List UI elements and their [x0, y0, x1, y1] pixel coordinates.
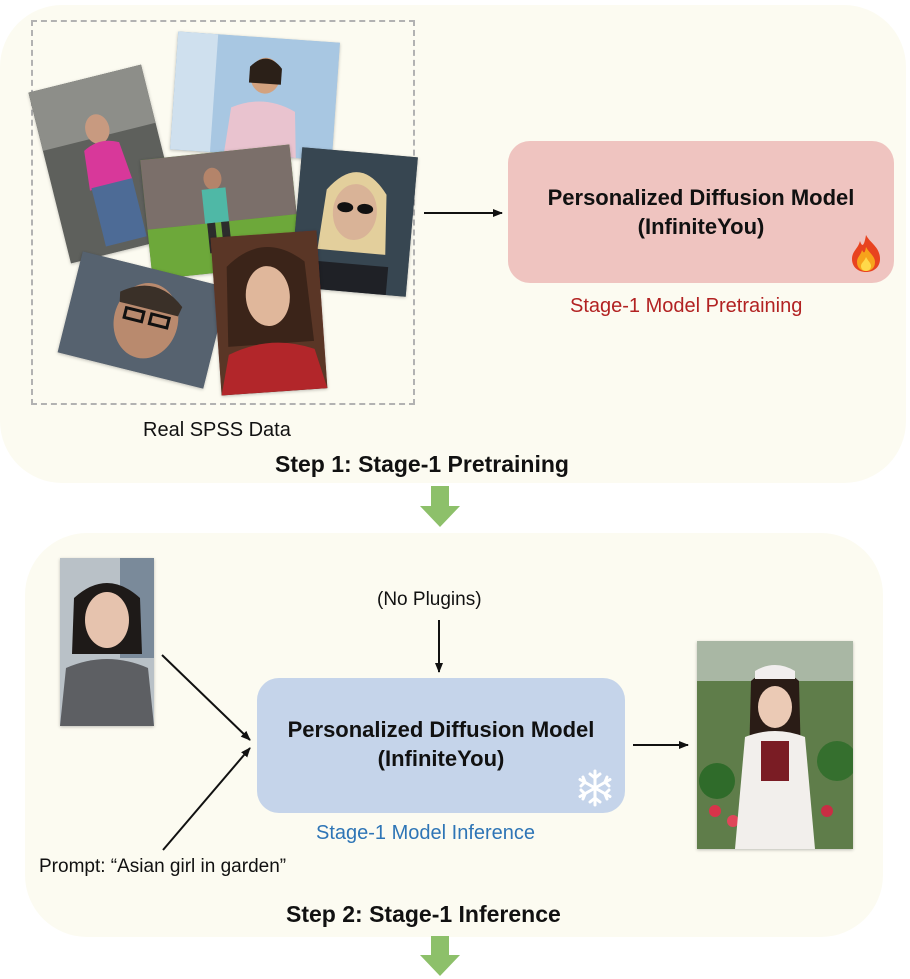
- fire-icon: [852, 235, 880, 272]
- inference-model-subtitle: (InfiniteYou): [377, 746, 505, 771]
- inference-model-title: Personalized Diffusion Model: [287, 717, 595, 742]
- step1-title: Step 1: Stage-1 Pretraining: [275, 451, 569, 477]
- pretrain-model-subtitle: (InfiniteYou): [637, 214, 765, 239]
- data-photo-sunglasses: [290, 147, 418, 297]
- snowflake-icon: [578, 769, 612, 807]
- input-selfie-photo: [60, 558, 154, 726]
- arrow-prompt-to-model: [162, 747, 251, 851]
- step2-title: Step 2: Stage-1 Inference: [286, 901, 561, 927]
- prompt-label: Prompt: “Asian girl in garden”: [39, 856, 287, 877]
- pretrain-model-title: Personalized Diffusion Model: [547, 185, 855, 210]
- spss-data-collage: [31, 20, 415, 405]
- inference-stage-label: Stage-1 Model Inference: [316, 822, 536, 844]
- arrow-selfie-to-model: [161, 654, 251, 741]
- data-photo-nurse: [170, 31, 340, 161]
- output-garden-photo: [697, 641, 853, 849]
- pretrain-model-box: Personalized Diffusion Model (InfiniteYo…: [508, 141, 894, 283]
- flow-arrow-step2-next: [420, 936, 460, 976]
- inference-model-box: Personalized Diffusion Model (InfiniteYo…: [257, 678, 625, 813]
- no-plugins-label: (No Plugins): [377, 589, 482, 610]
- data-photo-glasses-man: [57, 251, 229, 389]
- data-photo-woman-red: [210, 230, 328, 396]
- pretrain-stage-label: Stage-1 Model Pretraining: [570, 295, 803, 317]
- flow-arrow-step1-to-step2: [420, 486, 460, 527]
- spss-data-caption: Real SPSS Data: [143, 419, 291, 441]
